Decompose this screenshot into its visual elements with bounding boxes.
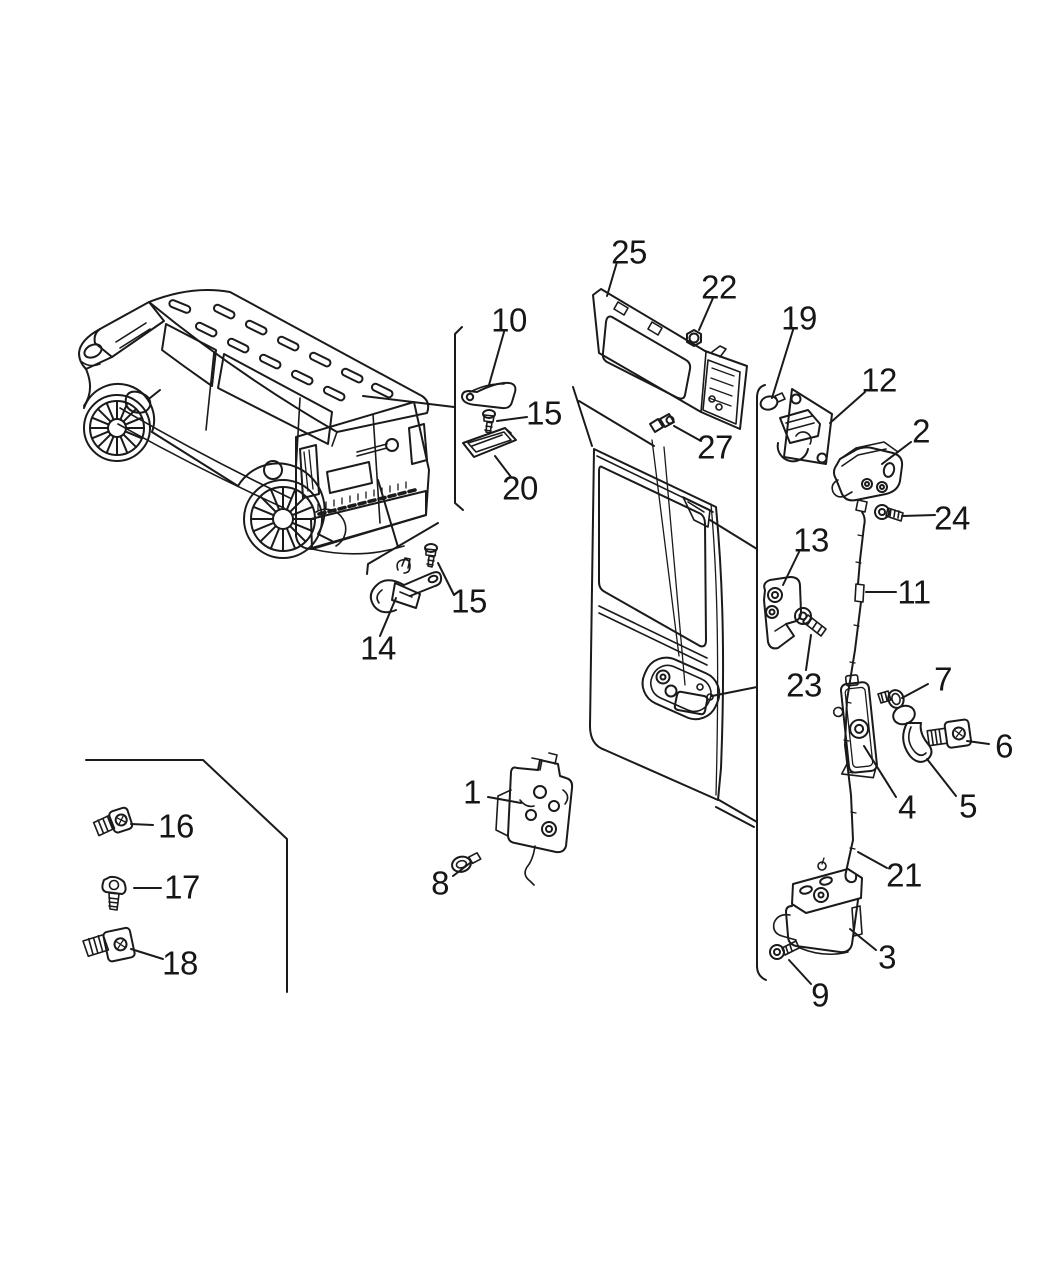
part-6-hex-socket-bolt (926, 718, 973, 749)
part-callout-27-9: 27 (697, 428, 733, 466)
part-27-lock-barrel (649, 413, 675, 433)
part-15-screw-lower (424, 543, 438, 568)
front-wheel (83, 394, 151, 462)
part-12-striker-cover-plate (776, 388, 833, 465)
part-callout-11-11: 11 (897, 573, 931, 611)
rear-door-panel-sketch (589, 439, 725, 801)
part-callout-19-2: 19 (781, 299, 817, 337)
part-22-nut (686, 329, 702, 347)
part-17-screw (101, 875, 127, 911)
door-lock-recess (641, 656, 721, 721)
part-9-screw (769, 940, 800, 960)
part-10-check-strap-bracket (461, 381, 517, 410)
vehicle-rear-three-quarter-sketch (78, 288, 430, 559)
part-callout-2-4: 2 (912, 412, 930, 450)
part-callout-9-26: 9 (811, 976, 829, 1014)
part-callout-16-22: 16 (158, 807, 194, 845)
part-callout-13-10: 13 (793, 521, 829, 559)
part-callout-10-6: 10 (491, 301, 527, 339)
part-callout-23-14: 23 (786, 666, 822, 704)
part-callout-1-19: 1 (463, 773, 481, 811)
part-callout-18-24: 18 (162, 944, 198, 982)
part-18-bolt (82, 926, 136, 963)
part-callout-8-20: 8 (431, 864, 449, 902)
part-callout-21-21: 21 (886, 856, 922, 894)
part-1-main-door-latch (495, 752, 574, 886)
part-callout-4-17: 4 (898, 788, 916, 826)
part-25-handle-trim-panel (592, 288, 748, 430)
part-19-grommet-pin (759, 392, 786, 411)
reference-lines (85, 326, 767, 993)
part-callout-6-16: 6 (995, 727, 1013, 765)
part-callout-25-0: 25 (611, 233, 647, 271)
part-callout-15-13: 15 (451, 582, 487, 620)
part-4-actuator-plate (832, 674, 878, 779)
part-callout-20-8: 20 (502, 469, 538, 507)
part-callout-3-25: 3 (878, 938, 896, 976)
part-callout-17-23: 17 (164, 868, 200, 906)
part-16-screw (92, 806, 134, 837)
part-callout-5-18: 5 (959, 787, 977, 825)
part-callout-22-1: 22 (701, 268, 737, 306)
part-callout-7-15: 7 (934, 660, 952, 698)
part-2-upper-latch (831, 441, 904, 502)
part-callout-12-3: 12 (861, 361, 897, 399)
part-callout-15-7: 15 (526, 394, 562, 432)
vehicle-rear-face (295, 401, 430, 555)
part-14-door-check-bracket (369, 557, 443, 614)
part-23-screw (794, 607, 827, 637)
part-callout-24-5: 24 (934, 499, 970, 537)
part-callout-14-12: 14 (360, 629, 396, 667)
leader-lines (130, 261, 990, 985)
roof-rib-slots (168, 299, 394, 402)
part-20-wedge-guide (462, 427, 517, 458)
part-24-screw (874, 504, 904, 522)
